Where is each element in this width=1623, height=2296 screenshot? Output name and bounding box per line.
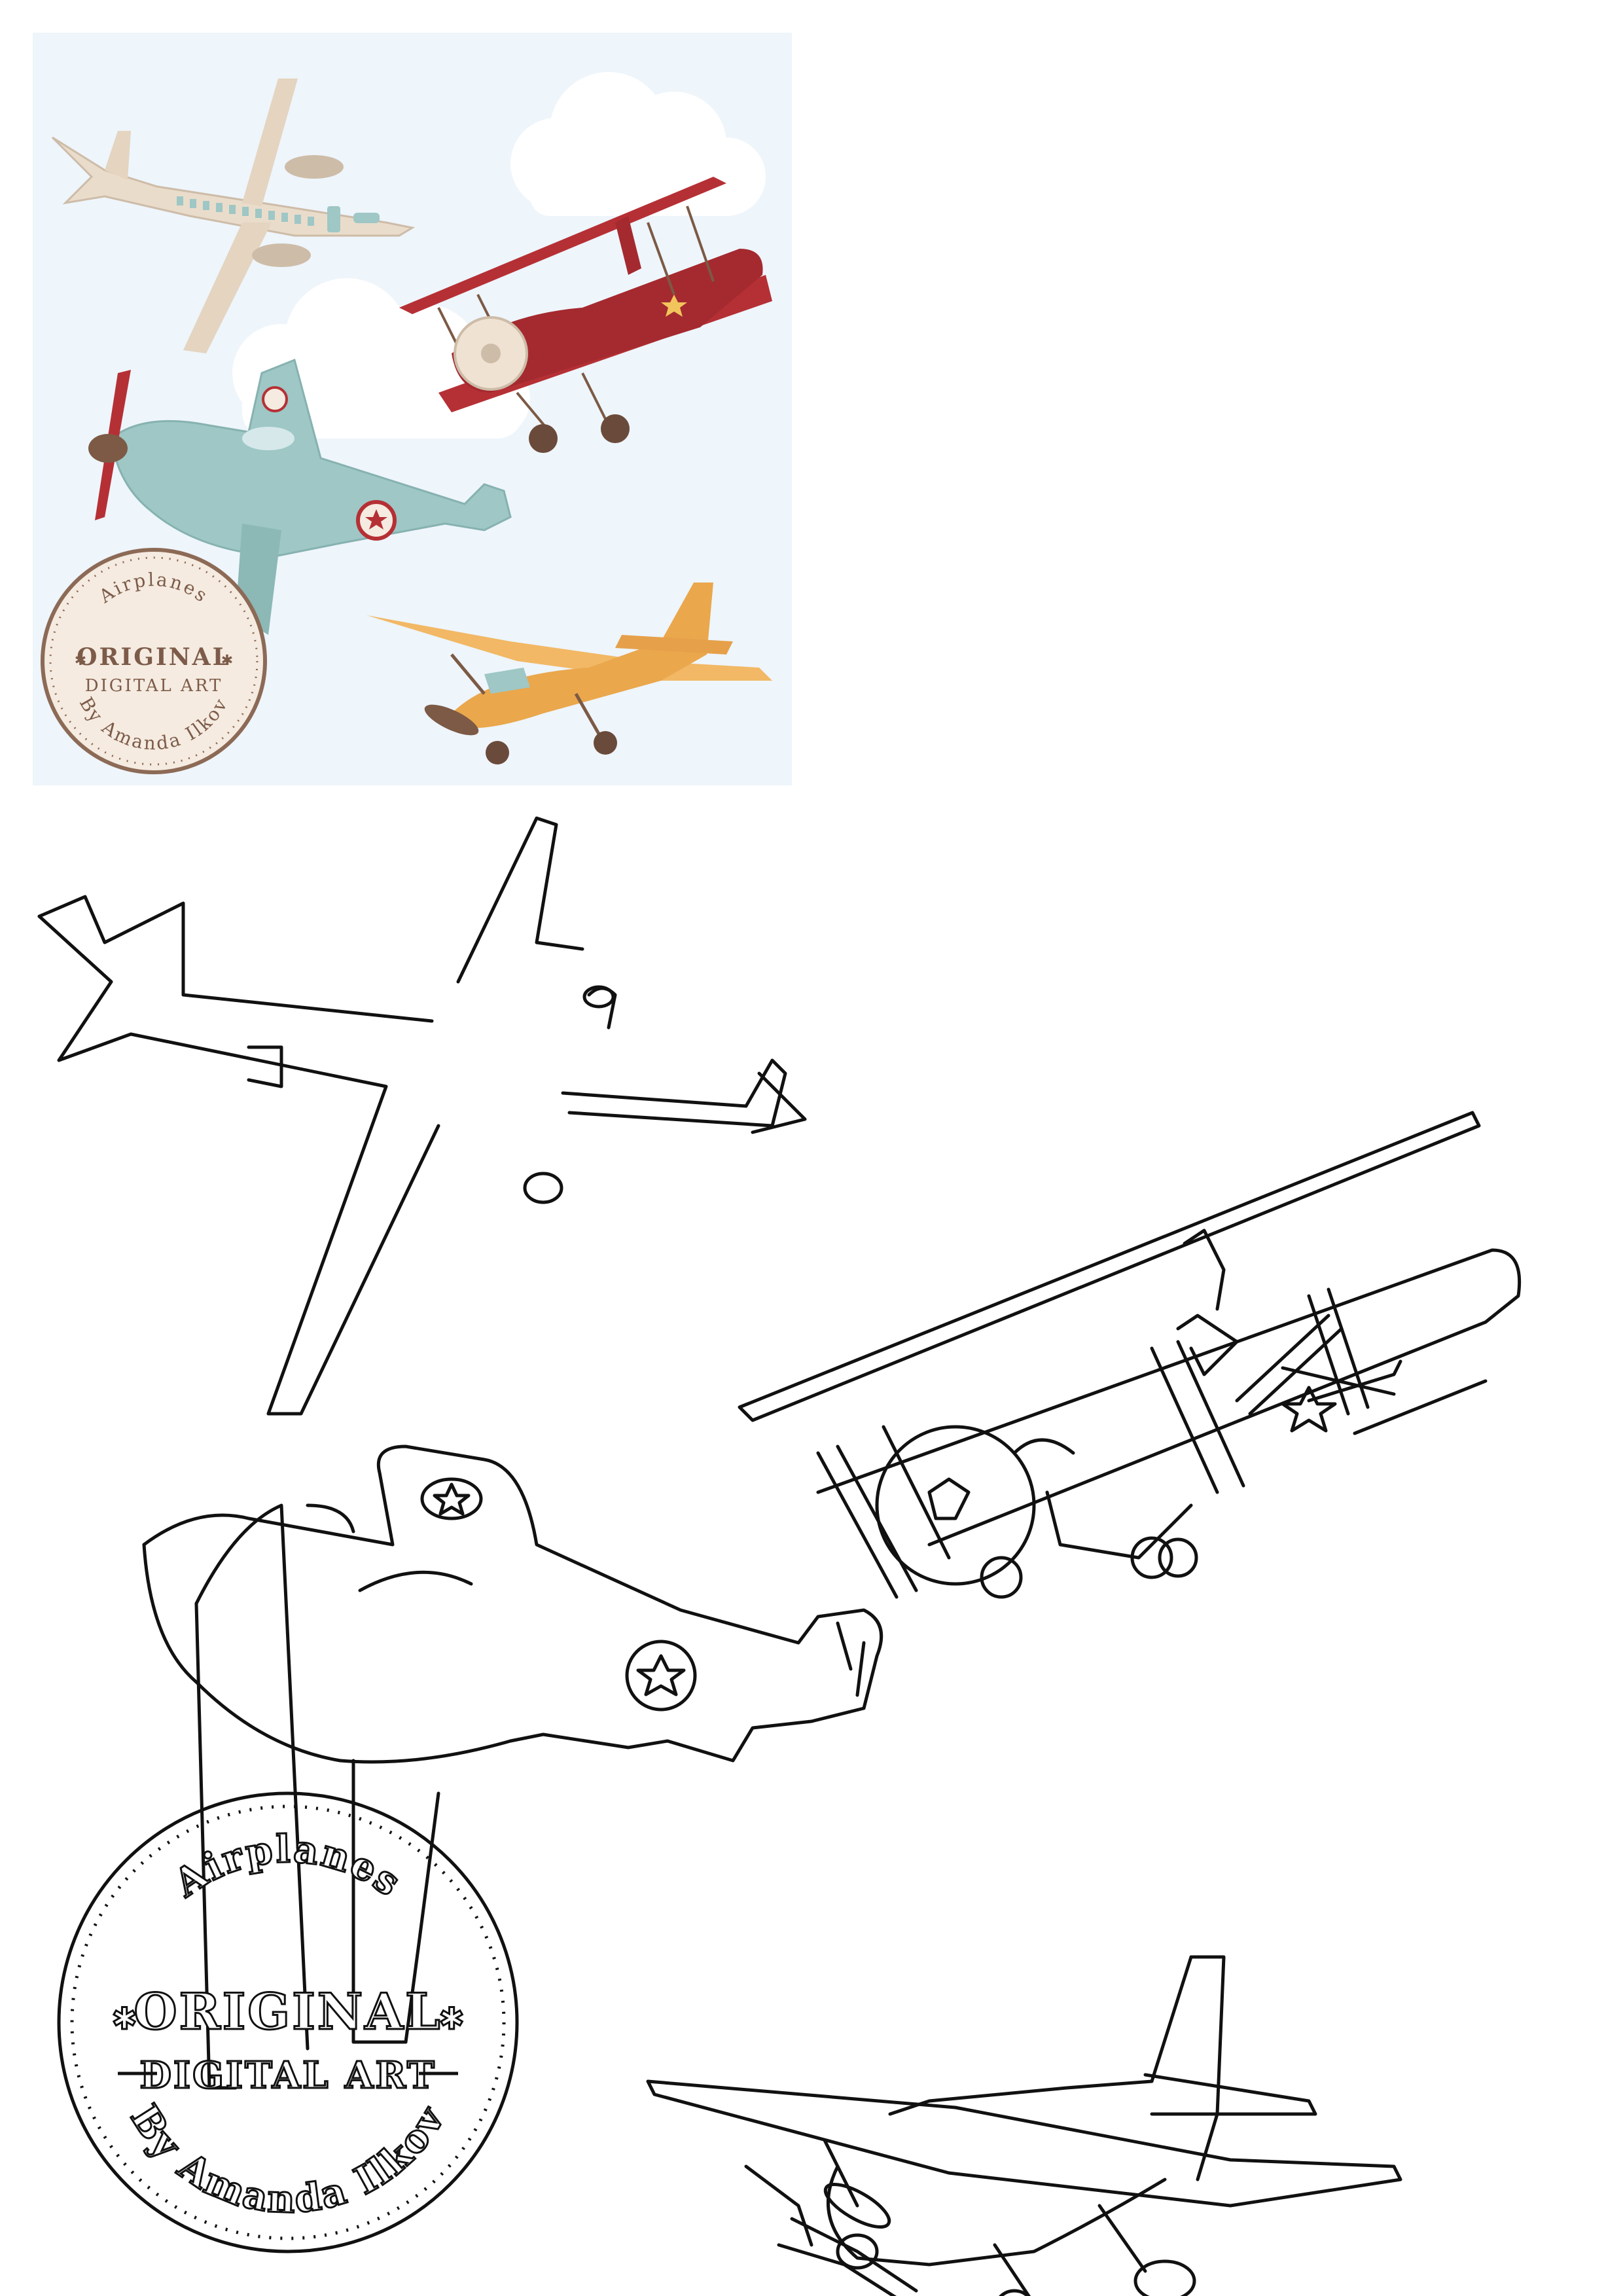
svg-text:✱: ✱ xyxy=(221,653,233,669)
svg-text:✱: ✱ xyxy=(439,2001,465,2036)
outline-stamp-sub-text: DIGITAL ART xyxy=(139,2054,436,2097)
outline-art: Airplanes By Amanda Ilkov ORIGINAL DIGIT… xyxy=(37,816,1522,2296)
stamp-main-text: ORIGINAL xyxy=(77,643,231,671)
svg-text:✱: ✱ xyxy=(75,653,86,669)
cessna-plane-icon xyxy=(646,1955,1402,2296)
jet-airliner-icon xyxy=(51,79,416,353)
svg-text:✱: ✱ xyxy=(112,2001,137,2036)
outline-sheet: Airplanes By Amanda Ilkov ORIGINAL DIGIT… xyxy=(0,785,1623,2296)
cessna-plane-icon xyxy=(366,583,772,764)
color-preview: Airplanes By Amanda Ilkov ORIGINAL DIGIT… xyxy=(33,33,792,785)
biplane-icon xyxy=(399,177,772,453)
outline-stamp-bottom-text: By Amanda Ilkov xyxy=(121,2096,453,2223)
original-stamp-icon: Airplanes By Amanda Ilkov ORIGINAL DIGIT… xyxy=(57,1791,519,2253)
original-stamp-icon: Airplanes By Amanda Ilkov ORIGINAL DIGIT… xyxy=(41,548,267,774)
color-preview-art: Airplanes By Amanda Ilkov ORIGINAL DIGIT… xyxy=(33,33,792,785)
biplane-icon xyxy=(738,1111,1522,1599)
stamp-sub-text: DIGITAL ART xyxy=(85,676,223,696)
svg-text:By Amanda Ilkov: By Amanda Ilkov xyxy=(122,2097,454,2222)
fighter-plane-icon xyxy=(142,1444,883,2090)
outline-stamp-main-text: ORIGINAL xyxy=(134,1982,442,2041)
jet-airliner-icon xyxy=(37,816,807,1416)
